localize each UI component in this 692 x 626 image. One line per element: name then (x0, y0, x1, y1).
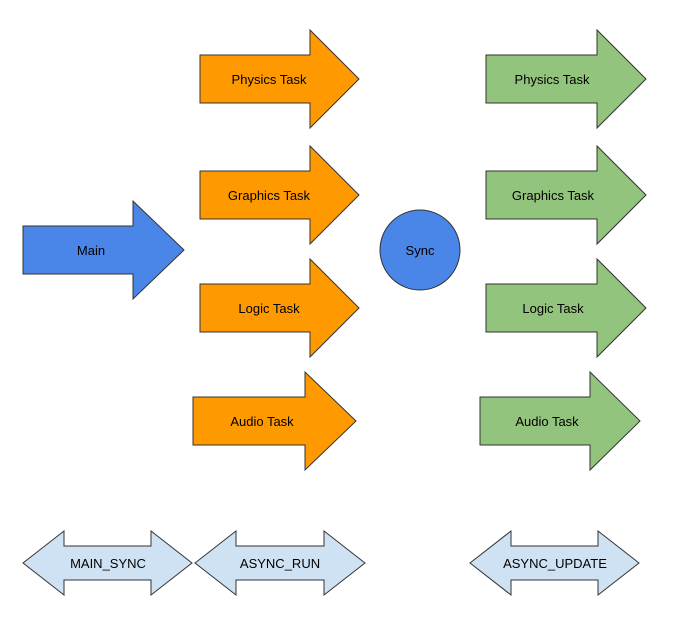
run-task-graphics: Graphics Task (199, 144, 360, 246)
sync-label: Sync (406, 243, 435, 258)
sync-node: Sync (379, 209, 461, 291)
run-task-graphics-label: Graphics Task (228, 188, 311, 203)
update-task-logic-shape (485, 257, 647, 359)
run-task-audio-shape (192, 370, 357, 472)
phase-async-run: ASYNC_RUN (194, 529, 366, 597)
async-update-tasks: Physics Task Graphics Task Logic Task Au… (479, 28, 647, 472)
run-task-logic-shape (199, 257, 360, 359)
main-arrow: Main (22, 199, 185, 301)
async-run-tasks: Physics Task Graphics Task Logic Task Au… (192, 28, 360, 472)
run-task-audio-label: Audio Task (230, 414, 294, 429)
main-arrow-shape (22, 199, 185, 301)
phase-arrows: MAIN_SYNC ASYNC_RUN ASYNC_UPDATE (22, 529, 640, 597)
run-task-audio: Audio Task (192, 370, 357, 472)
update-task-graphics-label: Graphics Task (512, 188, 595, 203)
update-task-graphics-shape (485, 144, 647, 246)
run-task-physics: Physics Task (199, 28, 360, 130)
update-task-physics: Physics Task (485, 28, 647, 130)
update-task-logic: Logic Task (485, 257, 647, 359)
sync-circle (379, 209, 461, 291)
run-task-logic: Logic Task (199, 257, 360, 359)
main-arrow-label: Main (77, 243, 105, 258)
phase-async-run-label: ASYNC_RUN (240, 556, 320, 571)
update-task-physics-label: Physics Task (515, 72, 590, 87)
update-task-audio-shape (479, 370, 641, 472)
phase-main-sync-shape (22, 529, 193, 597)
run-task-physics-label: Physics Task (232, 72, 307, 87)
phase-async-update: ASYNC_UPDATE (469, 529, 640, 597)
phase-main-sync: MAIN_SYNC (22, 529, 193, 597)
run-task-logic-label: Logic Task (238, 301, 300, 316)
phase-async-update-shape (469, 529, 640, 597)
update-task-audio-label: Audio Task (515, 414, 579, 429)
update-task-graphics: Graphics Task (485, 144, 647, 246)
update-task-logic-label: Logic Task (522, 301, 584, 316)
update-task-physics-shape (485, 28, 647, 130)
phase-async-run-shape (194, 529, 366, 597)
run-task-physics-shape (199, 28, 360, 130)
run-task-graphics-shape (199, 144, 360, 246)
phase-main-sync-label: MAIN_SYNC (70, 556, 146, 571)
update-task-audio: Audio Task (479, 370, 641, 472)
phase-async-update-label: ASYNC_UPDATE (503, 556, 607, 571)
